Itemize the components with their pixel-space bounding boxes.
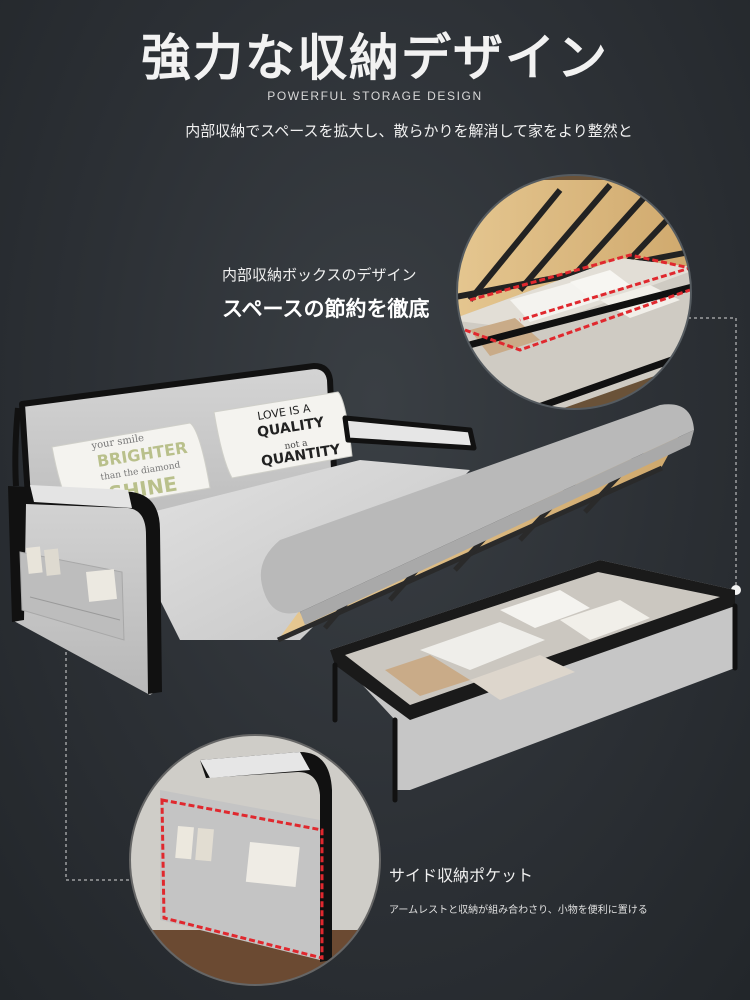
feature-pocket-title: サイド収納ポケット [389,866,534,885]
feature-pocket-description: アームレストと収納が組み合わさり、小物を便利に置ける [389,905,648,916]
box-contents [385,590,650,700]
callout-line-bottom [65,604,132,881]
detail-circle-storage-box [456,174,692,410]
subtitle-en: POWERFUL STORAGE DESIGN [267,89,483,103]
feature-box-title: 内部収納ボックスのデザイン [222,266,417,284]
detail-circle-side-pocket [129,734,381,986]
tagline: 内部収納でスペースを拡大し、散らかりを解消して家をより整然と [185,122,633,140]
page-title: 強力な収納デザイン [141,29,609,87]
sofa-bed: your smile BRIGHTER than the diamond SHI… [8,363,738,803]
pillow-right-text-3: not a [284,438,309,452]
pillow-right: LOVE IS A QUALITY not a QUANTITY [213,391,353,479]
callout-line-top [688,317,737,590]
feature-box-headline: スペースの節約を徹底 [222,297,430,321]
